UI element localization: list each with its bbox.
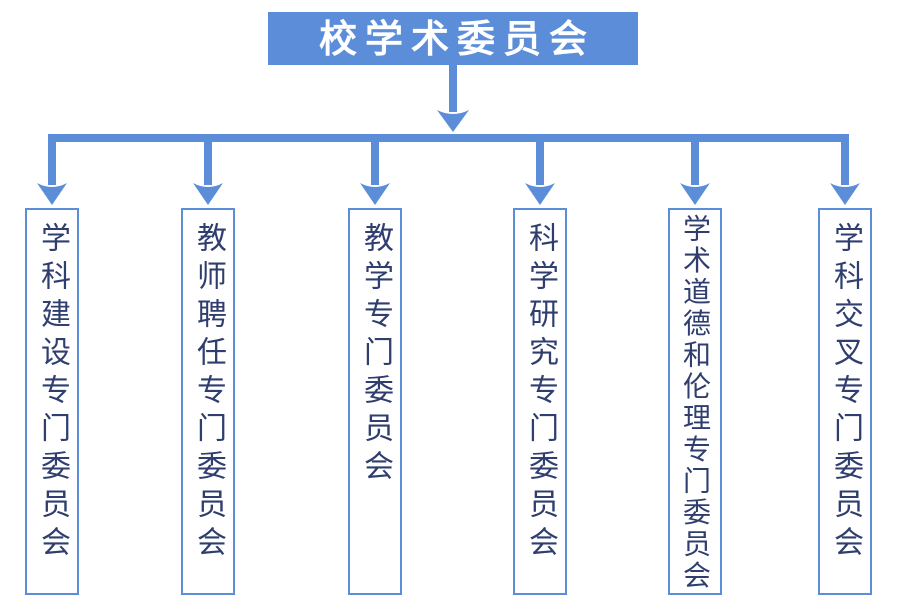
child-node-label: 教师聘任专门委员会 — [191, 222, 226, 564]
child-node-scientific-research: 科学研究专门委员会 — [513, 208, 567, 595]
branch-arrow-stem — [48, 138, 56, 185]
child-node-teaching: 教学专门委员会 — [348, 208, 402, 595]
root-arrow-head — [437, 110, 469, 132]
root-node-label: 校学术委员会 — [318, 16, 595, 61]
branch-arrow-stem — [691, 138, 699, 185]
branch-arrow-stem — [371, 138, 379, 185]
branch-arrow-stem — [841, 138, 849, 185]
branch-arrow-head — [360, 183, 390, 205]
root-arrow-stem — [449, 64, 457, 112]
child-node-interdisciplinary: 学科交叉专门委员会 — [818, 208, 872, 595]
branch-arrow-head — [680, 183, 710, 205]
branch-arrow-head — [525, 183, 555, 205]
child-node-label: 科学研究专门委员会 — [523, 222, 558, 564]
child-node-label: 教学专门委员会 — [358, 222, 393, 488]
child-node-teacher-appointment: 教师聘任专门委员会 — [181, 208, 235, 595]
child-node-label: 学科建设专门委员会 — [35, 222, 70, 564]
branch-arrow-stem — [536, 138, 544, 185]
root-node: 校学术委员会 — [268, 12, 638, 65]
branch-arrow-head — [193, 183, 223, 205]
branch-arrow-stem — [204, 138, 212, 185]
branch-arrow-head — [37, 183, 67, 205]
child-node-label: 学术道德和伦理专门委员会 — [679, 214, 712, 592]
child-node-discipline-construction: 学科建设专门委员会 — [25, 208, 79, 595]
child-node-ethics: 学术道德和伦理专门委员会 — [668, 208, 722, 595]
connector-rail — [48, 134, 849, 142]
child-node-label: 学科交叉专门委员会 — [828, 222, 863, 564]
branch-arrow-head — [830, 183, 860, 205]
